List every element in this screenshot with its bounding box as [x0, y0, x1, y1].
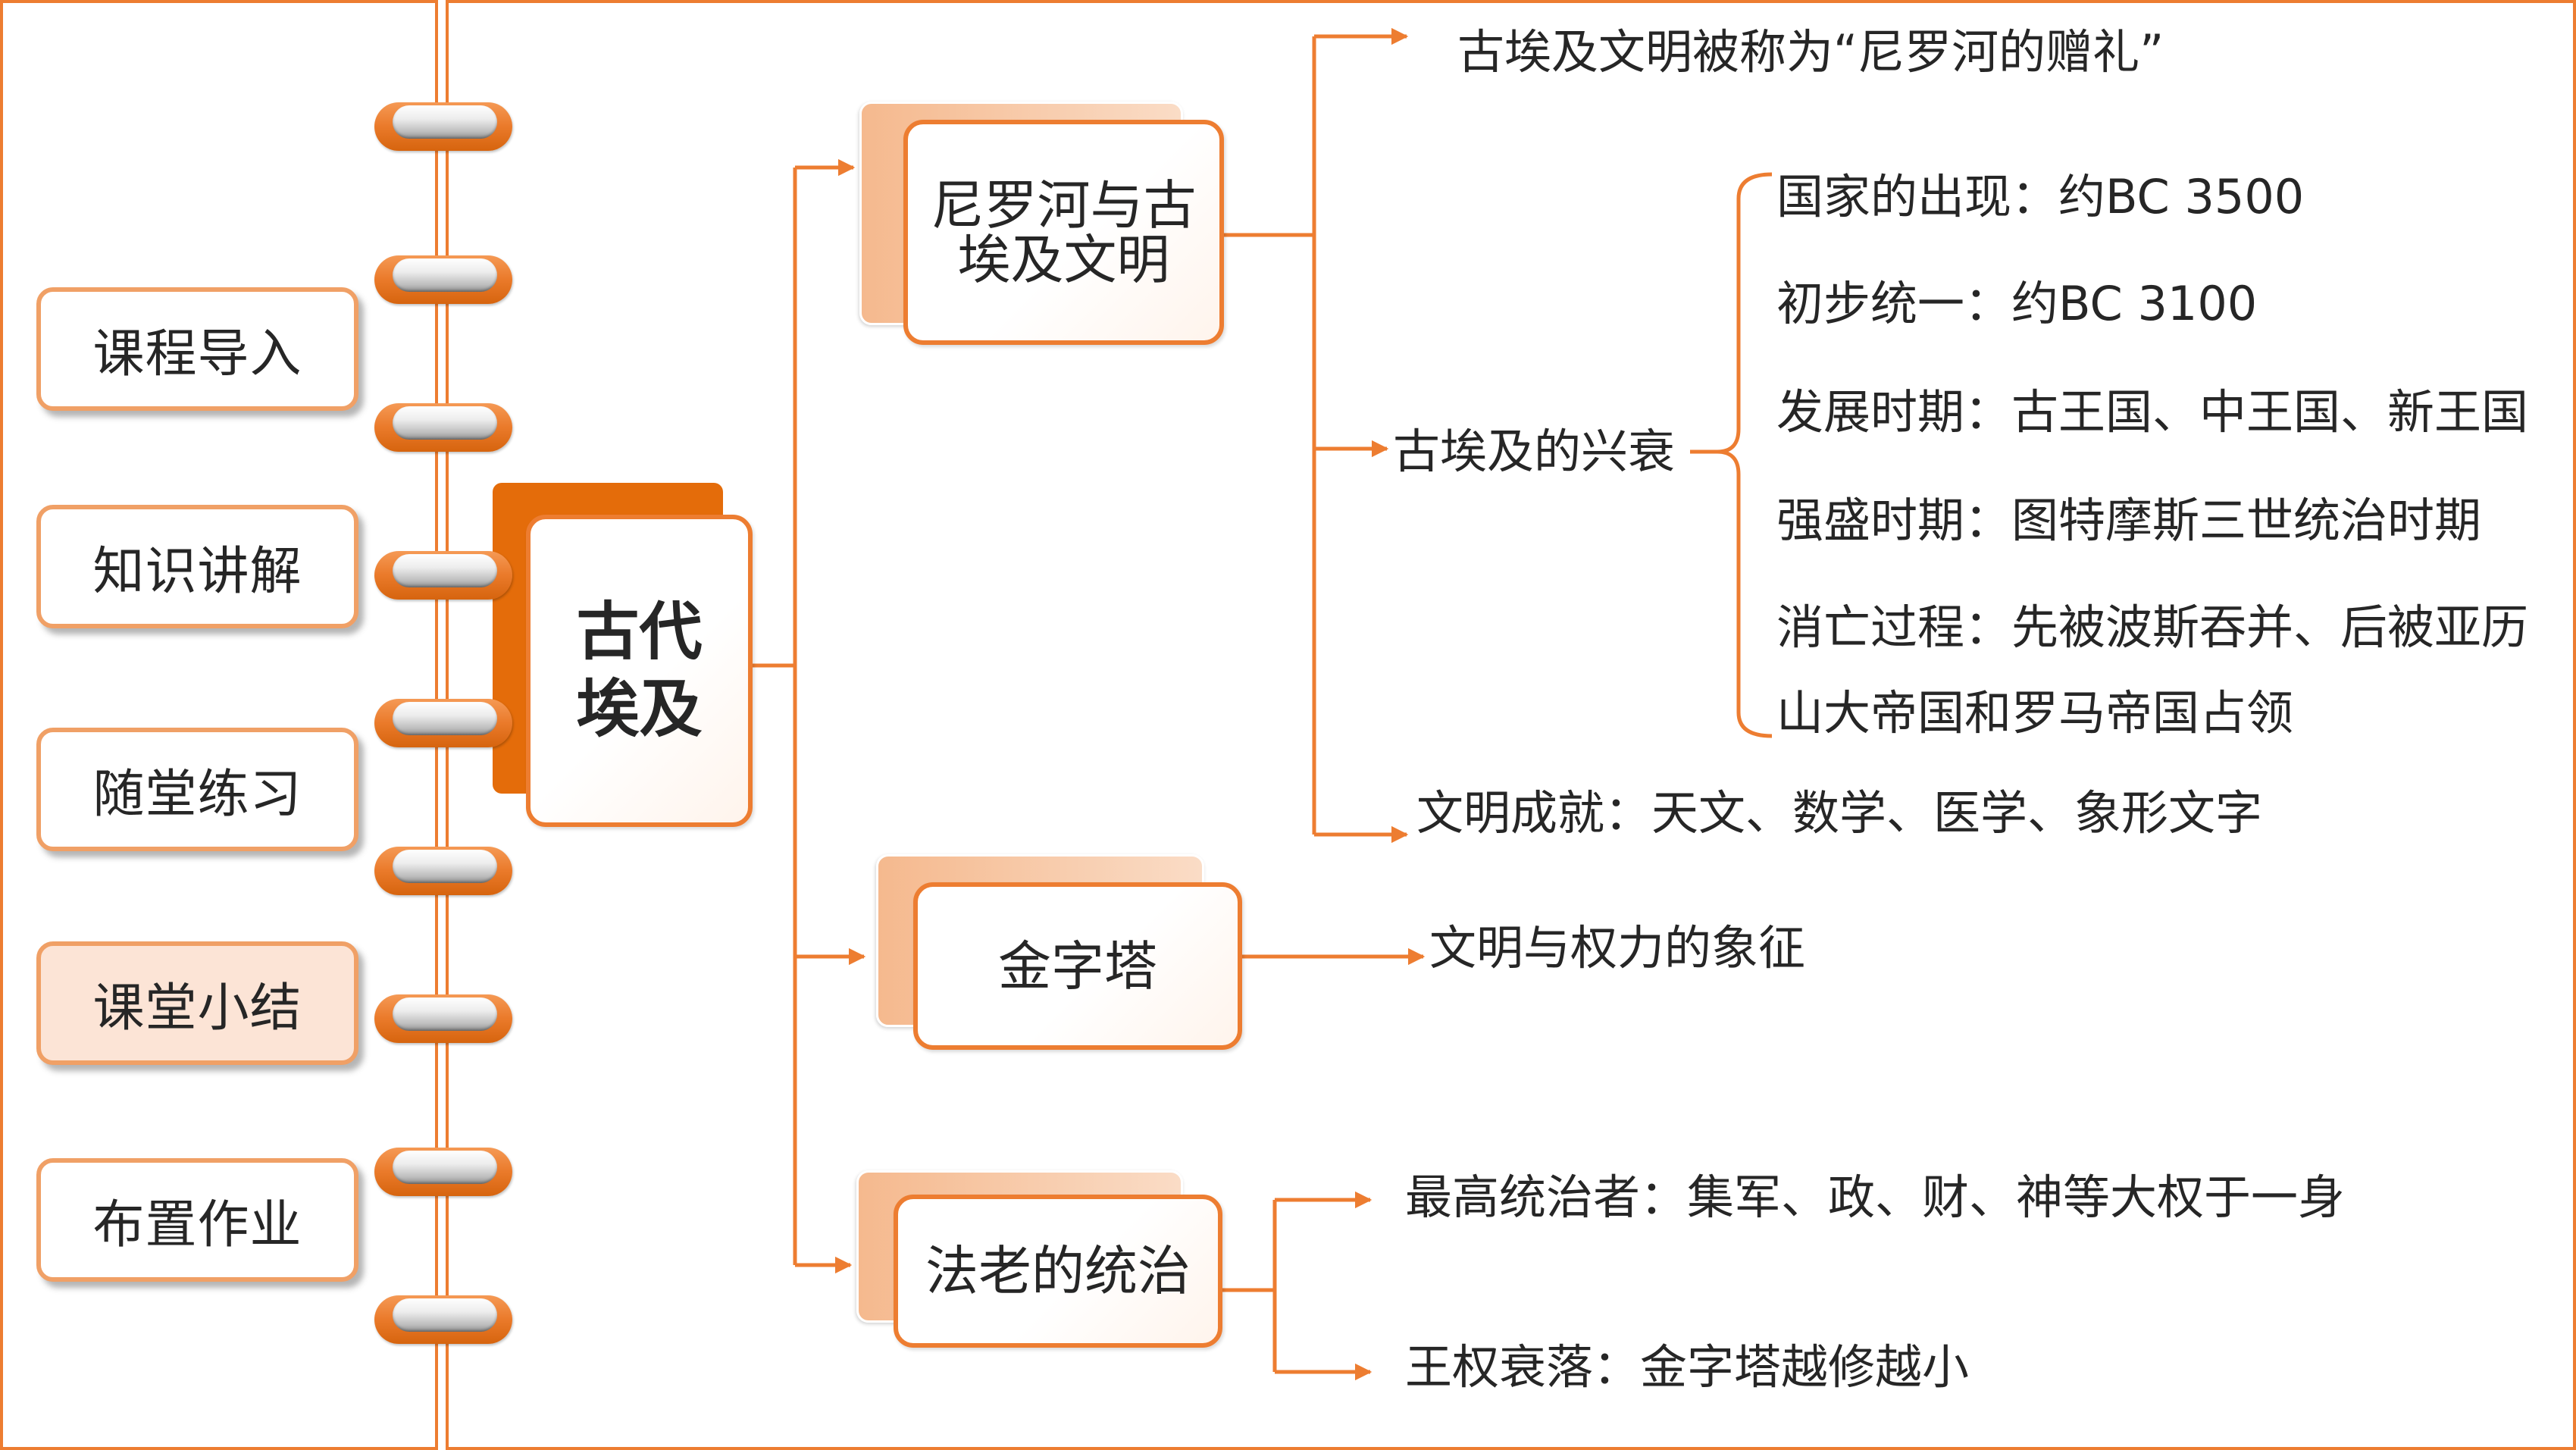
nav-item-label: 知识讲解 — [92, 542, 302, 602]
root-node: 古代 埃及 — [526, 515, 753, 827]
nav-homework-button[interactable]: 布置作业 — [36, 1158, 358, 1282]
branch-label-line: 金字塔 — [998, 935, 1157, 997]
leaf-royal-decline: 王权衰落：金字塔越修越小 — [1405, 1339, 1970, 1395]
detail-initial-unification: 初步统一：约BC 3100 — [1776, 276, 2258, 331]
leaf-rise-and-fall: 古埃及的兴衰 — [1393, 424, 1676, 479]
root-label-line: 埃及 — [576, 672, 703, 746]
binder-ring — [374, 551, 512, 600]
nav-item-label: 课程导入 — [92, 324, 302, 384]
nav-item-label: 课堂小结 — [92, 979, 302, 1038]
leaf-achievements: 文明成就：天文、数学、医学、象形文字 — [1416, 785, 2263, 841]
timeline-brace — [1717, 172, 1773, 738]
nile-branch-node: 尼罗河与古 埃及文明 — [903, 120, 1224, 345]
binder-ring — [374, 1148, 512, 1196]
detail-decline-process-continued: 山大帝国和罗马帝国占领 — [1776, 685, 2294, 741]
binder-ring — [374, 403, 512, 452]
branch-label-line: 埃及文明 — [957, 228, 1170, 291]
detail-development-period: 发展时期：古王国、中王国、新王国 — [1776, 384, 2529, 440]
nav-item-label: 随堂练习 — [92, 765, 302, 825]
nav-in-class-practice-button[interactable]: 随堂练习 — [36, 728, 358, 851]
pyramid-branch-label: 金字塔 — [998, 939, 1157, 994]
nile-branch-label: 尼罗河与古 埃及文明 — [931, 178, 1197, 287]
nav-item-label: 布置作业 — [92, 1195, 302, 1255]
nav-knowledge-explanation-button[interactable]: 知识讲解 — [36, 505, 358, 628]
binder-ring — [374, 994, 512, 1043]
pharaoh-branch-node: 法老的统治 — [894, 1195, 1222, 1348]
leaf-nile-gift: 古埃及文明被称为“尼罗河的赠礼” — [1457, 24, 2164, 80]
binder-ring — [374, 102, 512, 151]
root-label-line: 古代 — [576, 595, 703, 669]
nav-class-summary-button[interactable]: 课堂小结 — [36, 941, 358, 1065]
branch-label-line: 尼罗河与古 — [931, 174, 1197, 236]
binder-ring — [374, 1295, 512, 1344]
pharaoh-branch-label: 法老的统治 — [925, 1244, 1191, 1298]
pyramid-branch-node: 金字塔 — [913, 882, 1242, 1050]
root-node-label: 古代 埃及 — [577, 593, 703, 748]
binder-ring — [374, 699, 512, 747]
nav-course-intro-button[interactable]: 课程导入 — [36, 287, 358, 411]
detail-decline-process: 消亡过程：先被波斯吞并、后被亚历 — [1776, 600, 2529, 655]
binder-ring — [374, 255, 512, 304]
branch-label-line: 法老的统治 — [925, 1240, 1191, 1302]
leaf-pyramid-symbol: 文明与权力的象征 — [1429, 920, 1806, 976]
detail-peak-period: 强盛时期：图特摩斯三世统治时期 — [1776, 493, 2482, 548]
binder-ring — [374, 847, 512, 895]
detail-state-emergence: 国家的出现：约BC 3500 — [1776, 169, 2305, 224]
leaf-supreme-ruler: 最高统治者：集军、政、财、神等大权于一身 — [1405, 1170, 2346, 1225]
